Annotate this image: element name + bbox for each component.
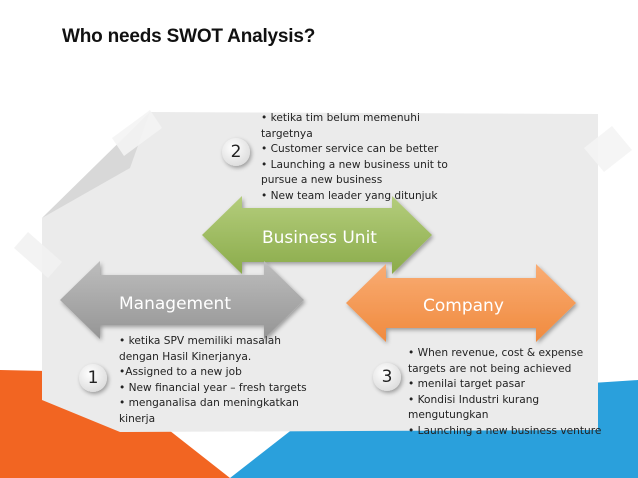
business-unit-arrow xyxy=(202,196,432,274)
list-item: kinerja xyxy=(119,412,156,425)
management-label: Management xyxy=(119,294,231,314)
number-circle-3 xyxy=(373,363,401,391)
list-item: targetnya xyxy=(261,127,313,140)
list-item: • menilai target pasar xyxy=(408,378,526,391)
business-unit-list: • ketika tim belum memenuhi targetnya • … xyxy=(261,111,448,205)
company-label: Company xyxy=(423,296,504,316)
tape-left xyxy=(14,232,62,278)
number-circle-2 xyxy=(222,138,250,166)
list-item: • Launching a new business venture xyxy=(408,424,602,437)
paper-card xyxy=(42,112,598,432)
list-item: • Customer service can be better xyxy=(261,143,439,156)
list-item: • ketika SPV memiliki masalah xyxy=(119,335,281,347)
number-circle-1 xyxy=(79,364,107,392)
list-item: •Assigned to a new job xyxy=(119,366,242,379)
number-2: 2 xyxy=(230,142,242,162)
company-list: • When revenue, cost & expense targets a… xyxy=(408,346,601,440)
list-item: • menganalisa dan meningkatkan xyxy=(119,397,299,410)
list-item: targets are not being achieved xyxy=(408,362,572,375)
list-item: • New team leader yang ditunjuk xyxy=(261,189,438,202)
management-list: • ketika SPV memiliki masalah dengan Has… xyxy=(119,334,307,428)
list-item: • When revenue, cost & expense xyxy=(408,347,584,359)
tape-right xyxy=(584,126,632,172)
list-item: • ketika tim belum memenuhi xyxy=(261,112,420,124)
list-item: pursue a new business xyxy=(261,174,383,187)
number-1: 1 xyxy=(87,368,99,388)
tape-top-left xyxy=(112,110,162,156)
number-3: 3 xyxy=(381,367,393,387)
business-unit-label: Business Unit xyxy=(262,228,377,248)
slide-title: Who needs SWOT Analysis? xyxy=(62,26,316,47)
company-arrow xyxy=(346,264,576,342)
list-item: • Kondisi Industri kurang xyxy=(408,393,540,406)
list-item: dengan Hasil Kinerjanya. xyxy=(119,350,252,363)
management-arrow xyxy=(60,261,304,339)
list-item: • New financial year – fresh targets xyxy=(119,381,307,394)
list-item: • Launching a new business unit to xyxy=(261,158,448,171)
list-item: mengutungkan xyxy=(408,409,489,422)
